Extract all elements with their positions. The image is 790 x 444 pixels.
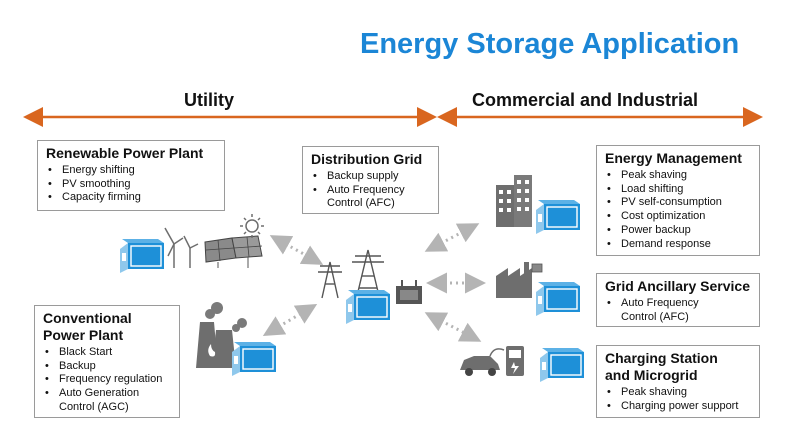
battery-storage-icon (345, 289, 391, 325)
box-title: Distribution Grid (311, 151, 423, 167)
solar-panel-icon (204, 235, 263, 268)
battery-storage-icon (231, 341, 277, 377)
list-item: Black Start (43, 346, 171, 360)
list-item: Demand response (605, 238, 751, 252)
page-title: Energy Storage Application (360, 28, 740, 60)
car-icon (460, 348, 505, 376)
list-item: Auto Generation Control (AGC) (43, 387, 171, 414)
connector-renewable (269, 235, 324, 265)
list-item: Auto Frequency Control (AFC) (605, 297, 751, 324)
list-item: Backup supply (311, 170, 430, 184)
battery-storage-icon (539, 347, 585, 383)
section-label-utility: Utility (184, 90, 235, 110)
list-item: Power backup (605, 224, 751, 238)
grid-ancillary-service-box: Grid Ancillary Service Auto Frequency Co… (596, 273, 760, 327)
conventional-plant-illustration (196, 302, 277, 377)
list-item: Backup (43, 360, 171, 374)
list-item: Energy shifting (46, 164, 216, 178)
box-title: Energy Management (605, 150, 742, 166)
battery-storage-icon (535, 199, 581, 235)
distribution-grid-illustration (318, 249, 422, 325)
factory-icon (496, 262, 543, 298)
commercial-building-illustration (496, 175, 581, 235)
transformer-icon (396, 280, 422, 304)
box-title-line2: Power Plant (43, 327, 124, 343)
energy-management-box: Energy Management Peak shaving Load shif… (596, 145, 760, 256)
power-plant-icon (196, 302, 247, 368)
list-item: Cost optimization (605, 210, 751, 224)
wind-turbine-icon (164, 227, 199, 268)
list-item: Peak shaving (605, 169, 751, 183)
transmission-tower-icon (318, 249, 384, 301)
connector-charging (424, 312, 482, 342)
list-item: Peak shaving (605, 386, 751, 400)
connector-conventional (262, 303, 318, 337)
sun-icon (240, 214, 264, 238)
renewable-power-plant-box: Renewable Power Plant Energy shifting PV… (37, 140, 225, 211)
renewable-plant-illustration (119, 214, 264, 274)
conventional-power-plant-box: Conventional Power Plant Black Start Bac… (34, 305, 180, 418)
box-title-line1: Conventional (43, 310, 132, 326)
box-title-line2: and Microgrid (605, 367, 698, 383)
battery-storage-icon (119, 238, 165, 274)
list-item: Auto Frequency Control (AFC) (311, 184, 430, 211)
list-item: PV smoothing (46, 178, 216, 192)
list-item: Capacity firming (46, 191, 216, 205)
box-title: Renewable Power Plant (46, 145, 204, 161)
distribution-grid-box: Distribution Grid Backup supply Auto Fre… (302, 146, 439, 214)
list-item: Frequency regulation (43, 373, 171, 387)
box-title-line1: Charging Station (605, 350, 718, 366)
charging-station-illustration (460, 346, 585, 383)
list-item: PV self-consumption (605, 196, 751, 210)
ev-charger-icon (506, 346, 524, 376)
list-item: Load shifting (605, 183, 751, 197)
charging-station-microgrid-box: Charging Station and Microgrid Peak shav… (596, 345, 760, 418)
factory-illustration (496, 262, 581, 317)
section-label-commercial: Commercial and Industrial (472, 90, 699, 110)
list-item: Charging power support (605, 400, 751, 414)
office-building-icon (496, 175, 532, 227)
box-title: Grid Ancillary Service (605, 278, 750, 294)
battery-storage-icon (535, 281, 581, 317)
connector-building (424, 223, 480, 252)
